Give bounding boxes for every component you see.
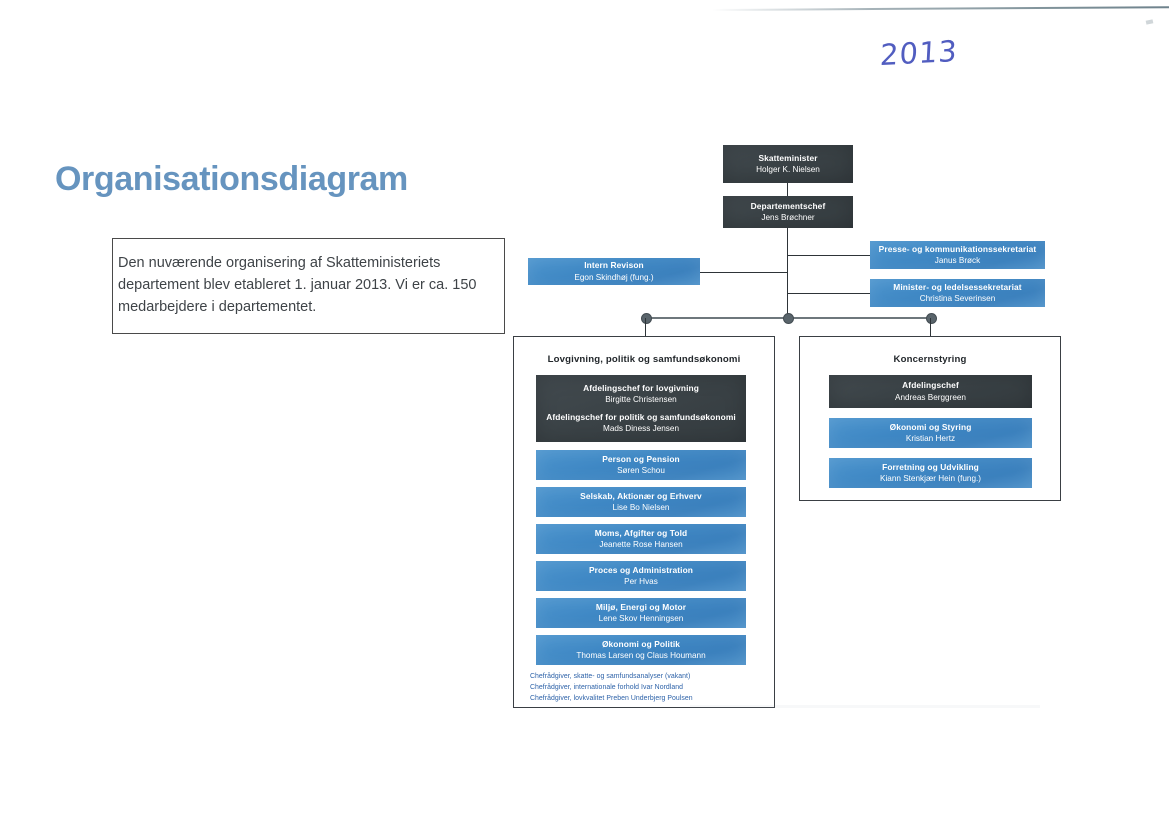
- node-name: Egon Skindhøj (fung.): [574, 272, 654, 282]
- description-text: Den nuværende organisering af Skattemini…: [118, 255, 477, 316]
- node-name: Søren Schou: [617, 466, 665, 476]
- node-title: Person og Pension: [602, 453, 680, 464]
- advisor-list: Chefrådgiver, skatte- og samfundsanalyse…: [530, 671, 693, 705]
- node-name: Jeanette Rose Hansen: [599, 540, 683, 550]
- advisor-item: Chefrådgiver, skatte- og samfundsanalyse…: [530, 673, 691, 680]
- node-name: Christina Severinsen: [919, 294, 996, 304]
- node-title: Økonomi og Styring: [889, 421, 972, 432]
- node-minister-og-ledelsessekretariat[interactable]: Minister- og ledelsessekretariat Christi…: [870, 279, 1045, 307]
- node-person-og-pension[interactable]: Person og Pension Søren Schou: [536, 450, 746, 480]
- connector-head-to-intern-revison: [700, 272, 788, 274]
- panel-koncernstyring: Koncernstyring Afdelingschef Andreas Ber…: [799, 336, 1061, 501]
- node-skatteminister[interactable]: Skatteminister Holger K. Nielsen: [723, 145, 853, 183]
- node-proces-og-administration[interactable]: Proces og Administration Per Hvas: [536, 561, 746, 591]
- node-name: Thomas Larsen og Claus Houmann: [576, 651, 706, 661]
- node-title: Økonomi og Politik: [601, 638, 681, 649]
- node-name: Kristian Hertz: [905, 434, 956, 444]
- node-intern-revison[interactable]: Intern Revison Egon Skindhøj (fung.): [528, 258, 700, 285]
- connector-bus-drop-left: [645, 318, 647, 336]
- node-oekonomi-og-styring[interactable]: Økonomi og Styring Kristian Hertz: [829, 418, 1032, 448]
- node-name: Per Hvas: [624, 577, 658, 587]
- advisor-item: Chefrådgiver, lovkvalitet Preben Underbj…: [530, 695, 693, 703]
- node-afdelingschef-koncernstyring[interactable]: Afdelingschef Andreas Berggreen: [829, 375, 1032, 408]
- node-name: Janus Brøck: [934, 256, 981, 266]
- connector-minister-to-head: [787, 183, 789, 198]
- node-miljoe-energi-og-motor[interactable]: Miljø, Energi og Motor Lene Skov Henning…: [536, 598, 746, 628]
- node-forretning-og-udvikling[interactable]: Forretning og Udvikling Kiann Stenkjær H…: [829, 458, 1032, 488]
- panel-lovgivning-politik-samfundsoekonomi: Lovgivning, politik og samfundsøkonomi A…: [513, 336, 775, 708]
- node-name: Lene Skov Henningsen: [598, 614, 684, 624]
- node-title-secondary: Afdelingschef for politik og samfundsøko…: [546, 411, 736, 422]
- scan-blotch: [690, 705, 1040, 708]
- node-name: Kiann Stenkjær Hein (fung.): [879, 474, 982, 484]
- node-afdelingschefer-lovgivning[interactable]: Afdelingschef for lovgivning Birgitte Ch…: [536, 375, 746, 442]
- node-title: Afdelingschef for lovgivning: [583, 382, 699, 393]
- panel-title: Koncernstyring: [893, 354, 967, 365]
- node-title: Minister- og ledelsessekretariat: [893, 281, 1022, 292]
- node-title: Intern Revison: [584, 260, 644, 271]
- node-name: Andreas Berggreen: [894, 392, 966, 402]
- node-title: Afdelingschef: [902, 380, 959, 391]
- node-name-secondary: Mads Diness Jensen: [603, 424, 679, 434]
- node-name: Jens Brøchner: [761, 213, 815, 223]
- node-title: Miljø, Energi og Motor: [595, 601, 687, 612]
- page-title: Organisationsdiagram: [55, 160, 408, 198]
- node-title: Forretning og Udvikling: [882, 461, 979, 472]
- node-title: Moms, Afgifter og Told: [594, 527, 688, 538]
- node-title: Selskab, Aktionær og Erhverv: [580, 490, 702, 501]
- connector-node-left: [641, 313, 652, 324]
- node-name: Lise Bo Nielsen: [612, 503, 670, 513]
- node-presse-og-kommunikationssekretariat[interactable]: Presse- og kommunikationssekretariat Jan…: [870, 241, 1045, 269]
- connector-head-to-ministersek: [787, 293, 870, 295]
- connector-node-right: [926, 313, 937, 324]
- description-box: Den nuværende organisering af Skattemini…: [112, 238, 505, 334]
- node-moms-afgifter-og-told[interactable]: Moms, Afgifter og Told Jeanette Rose Han…: [536, 524, 746, 554]
- node-departementschef[interactable]: Departementschef Jens Brøchner: [723, 196, 853, 228]
- node-name: Holger K. Nielsen: [756, 165, 820, 175]
- connector-bus-drop-right: [930, 318, 932, 336]
- panel-title: Lovgivning, politik og samfundsøkonomi: [547, 354, 741, 365]
- advisor-item: Chefrådgiver, internationale forhold Iva…: [530, 684, 684, 692]
- node-title: Departementschef: [750, 200, 826, 211]
- node-title: Skatteminister: [758, 152, 818, 163]
- connector-node-center: [783, 313, 794, 324]
- node-title: Proces og Administration: [589, 564, 693, 575]
- node-oekonomi-og-politik[interactable]: Økonomi og Politik Thomas Larsen og Clau…: [536, 635, 746, 665]
- connector-head-to-presse: [787, 255, 870, 257]
- node-selskab-aktionaer-og-erhverv[interactable]: Selskab, Aktionær og Erhverv Lise Bo Nie…: [536, 487, 746, 517]
- node-title: Presse- og kommunikationssekretariat: [878, 243, 1037, 254]
- node-name: Birgitte Christensen: [605, 395, 677, 405]
